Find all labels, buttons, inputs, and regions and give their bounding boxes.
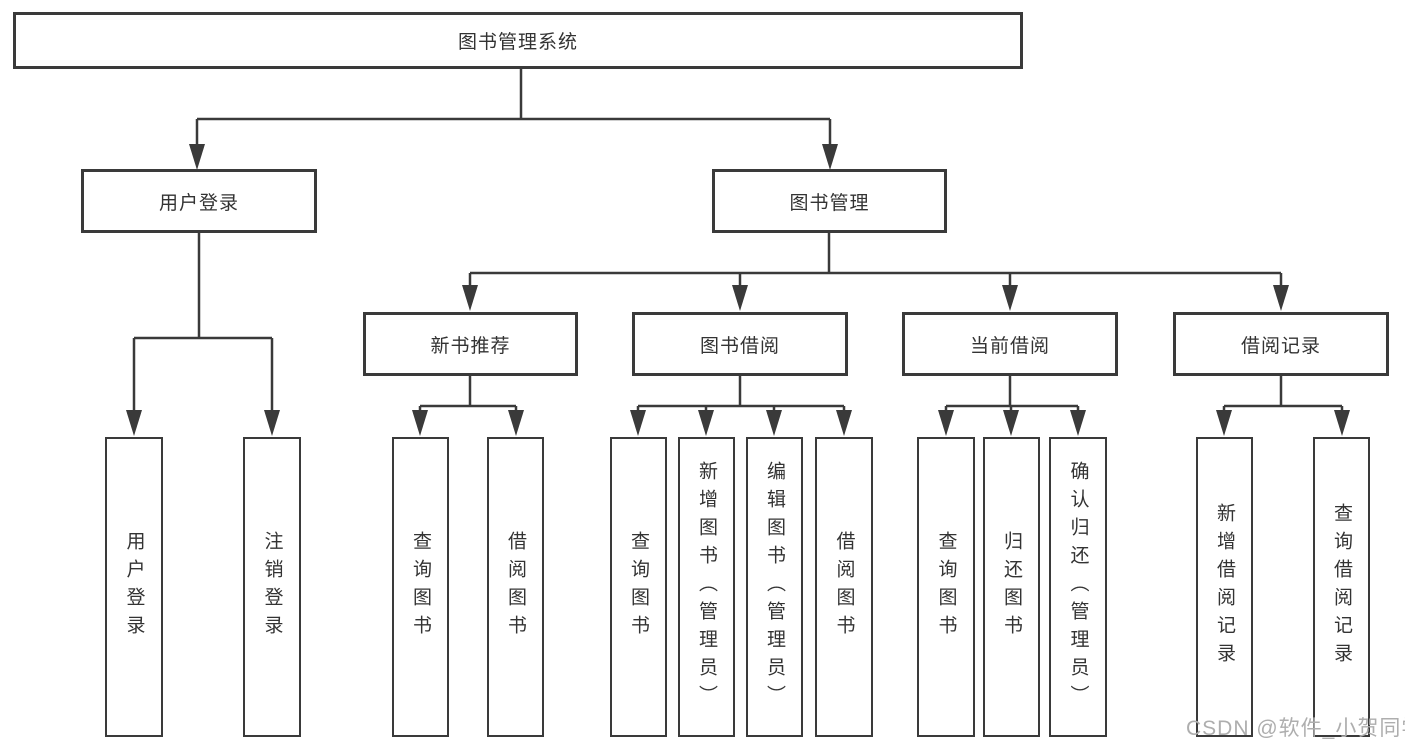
leaf-user-login-label: 用户登录 (123, 531, 145, 643)
node-borrow-records-label: 借阅记录 (1240, 335, 1321, 357)
node-user-login: 用户登录 (81, 169, 317, 233)
arrowheads (126, 144, 1350, 436)
leaf-bb-query-books: 查询图书 (610, 437, 667, 737)
node-book-borrowing-label: 图书借阅 (699, 335, 780, 357)
leaf-logout-label: 注销登录 (261, 531, 283, 643)
node-root: 图书管理系统 (13, 12, 1023, 69)
leaf-cb-return-books: 归还图书 (983, 437, 1040, 737)
node-borrow-records: 借阅记录 (1173, 312, 1389, 376)
leaf-cb-query-books-label: 查询图书 (935, 531, 957, 643)
leaf-bb-edit-books-admin-label: 编辑图书（管理员） (764, 461, 785, 713)
leaf-cb-confirm-return-admin-label: 确认归还（管理员） (1067, 461, 1089, 713)
leaf-nb-query-books: 查询图书 (392, 437, 449, 737)
node-new-book-recommend: 新书推荐 (363, 312, 578, 376)
node-new-book-recommend-label: 新书推荐 (430, 335, 511, 357)
leaf-bb-borrow-books: 借阅图书 (815, 437, 873, 737)
node-root-label: 图书管理系统 (457, 32, 578, 53)
leaf-bb-borrow-books-label: 借阅图书 (833, 531, 855, 643)
leaf-nb-borrow-books: 借阅图书 (487, 437, 544, 737)
leaf-bb-add-books-admin: 新增图书（管理员） (678, 437, 735, 737)
leaf-nb-query-books-label: 查询图书 (410, 531, 431, 643)
node-user-login-label: 用户登录 (158, 192, 239, 214)
leaf-logout: 注销登录 (243, 437, 301, 737)
leaf-cb-confirm-return-admin: 确认归还（管理员） (1049, 437, 1107, 737)
leaf-bb-add-books-admin-label: 新增图书（管理员） (696, 461, 717, 713)
leaf-br-add-record: 新增借阅记录 (1196, 437, 1253, 737)
node-current-borrowing: 当前借阅 (902, 312, 1118, 376)
leaf-br-query-record: 查询借阅记录 (1313, 437, 1370, 737)
leaf-bb-query-books-label: 查询图书 (628, 531, 649, 643)
leaf-br-add-record-label: 新增借阅记录 (1214, 503, 1235, 671)
leaf-cb-query-books: 查询图书 (917, 437, 975, 737)
leaf-cb-return-books-label: 归还图书 (1001, 531, 1022, 643)
leaf-user-login: 用户登录 (105, 437, 163, 737)
node-current-borrowing-label: 当前借阅 (969, 335, 1050, 357)
leaf-bb-edit-books-admin: 编辑图书（管理员） (746, 437, 803, 737)
csdn-watermark: CSDN @软件_小贺同学 (1186, 717, 1405, 740)
node-book-management-label: 图书管理 (789, 192, 870, 214)
leaf-br-query-record-label: 查询借阅记录 (1331, 503, 1352, 671)
leaf-nb-borrow-books-label: 借阅图书 (505, 531, 526, 643)
node-book-management: 图书管理 (712, 169, 947, 233)
node-book-borrowing: 图书借阅 (632, 312, 848, 376)
